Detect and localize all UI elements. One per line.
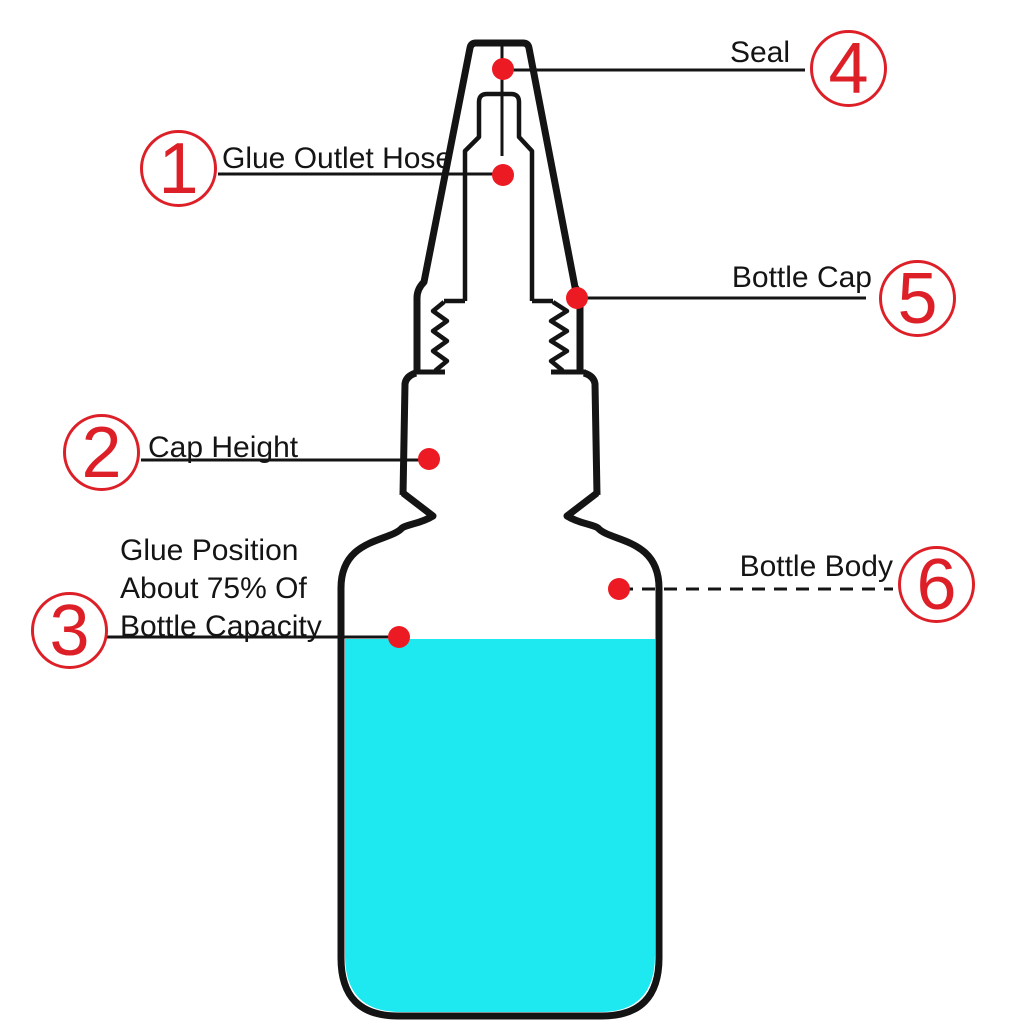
callout-number-6-digit: 6 <box>916 544 957 625</box>
label-glue-outlet-hose: Glue Outlet Hose <box>222 142 453 175</box>
callout-number-2-digit: 2 <box>81 412 122 493</box>
callout-number-2: 2 <box>63 414 140 491</box>
callout-number-3: 3 <box>31 592 108 669</box>
callout-number-4-digit: 4 <box>828 28 869 109</box>
label-seal: Seal <box>729 36 790 69</box>
callout-number-3-digit: 3 <box>49 590 90 671</box>
glue-outlet-hose-outline <box>462 91 535 301</box>
label-bottle-body: Bottle Body <box>739 550 893 583</box>
callout-dot-2 <box>418 448 440 470</box>
callout-number-5: 5 <box>879 260 956 337</box>
label-glue-position-line-1: Glue Position <box>120 534 299 567</box>
callout-dot-4 <box>492 58 514 80</box>
cap-thread-right <box>548 300 570 373</box>
bottle-body-outline <box>337 490 663 1020</box>
callout-dot-5 <box>566 287 588 309</box>
label-glue-position-line-2: About 75% Of <box>120 572 307 605</box>
callout-number-4: 4 <box>810 30 887 107</box>
callout-dot-3 <box>388 626 410 648</box>
callout-number-6: 6 <box>898 546 975 623</box>
label-bottle-cap: Bottle Cap <box>731 261 872 294</box>
label-glue-position-line-3: Bottle Capacity <box>120 610 322 643</box>
callout-number-1: 1 <box>140 130 217 207</box>
bottle-neck-left <box>399 369 418 496</box>
cap-thread-left <box>430 300 450 373</box>
callout-dot-6 <box>608 578 630 600</box>
glue-liquid-fill <box>345 639 655 1012</box>
callout-number-5-digit: 5 <box>897 258 938 339</box>
label-cap-height: Cap Height <box>148 431 299 464</box>
callout-number-1-digit: 1 <box>158 128 199 209</box>
bottle-neck-right <box>582 369 601 496</box>
callout-dot-1 <box>492 164 514 186</box>
